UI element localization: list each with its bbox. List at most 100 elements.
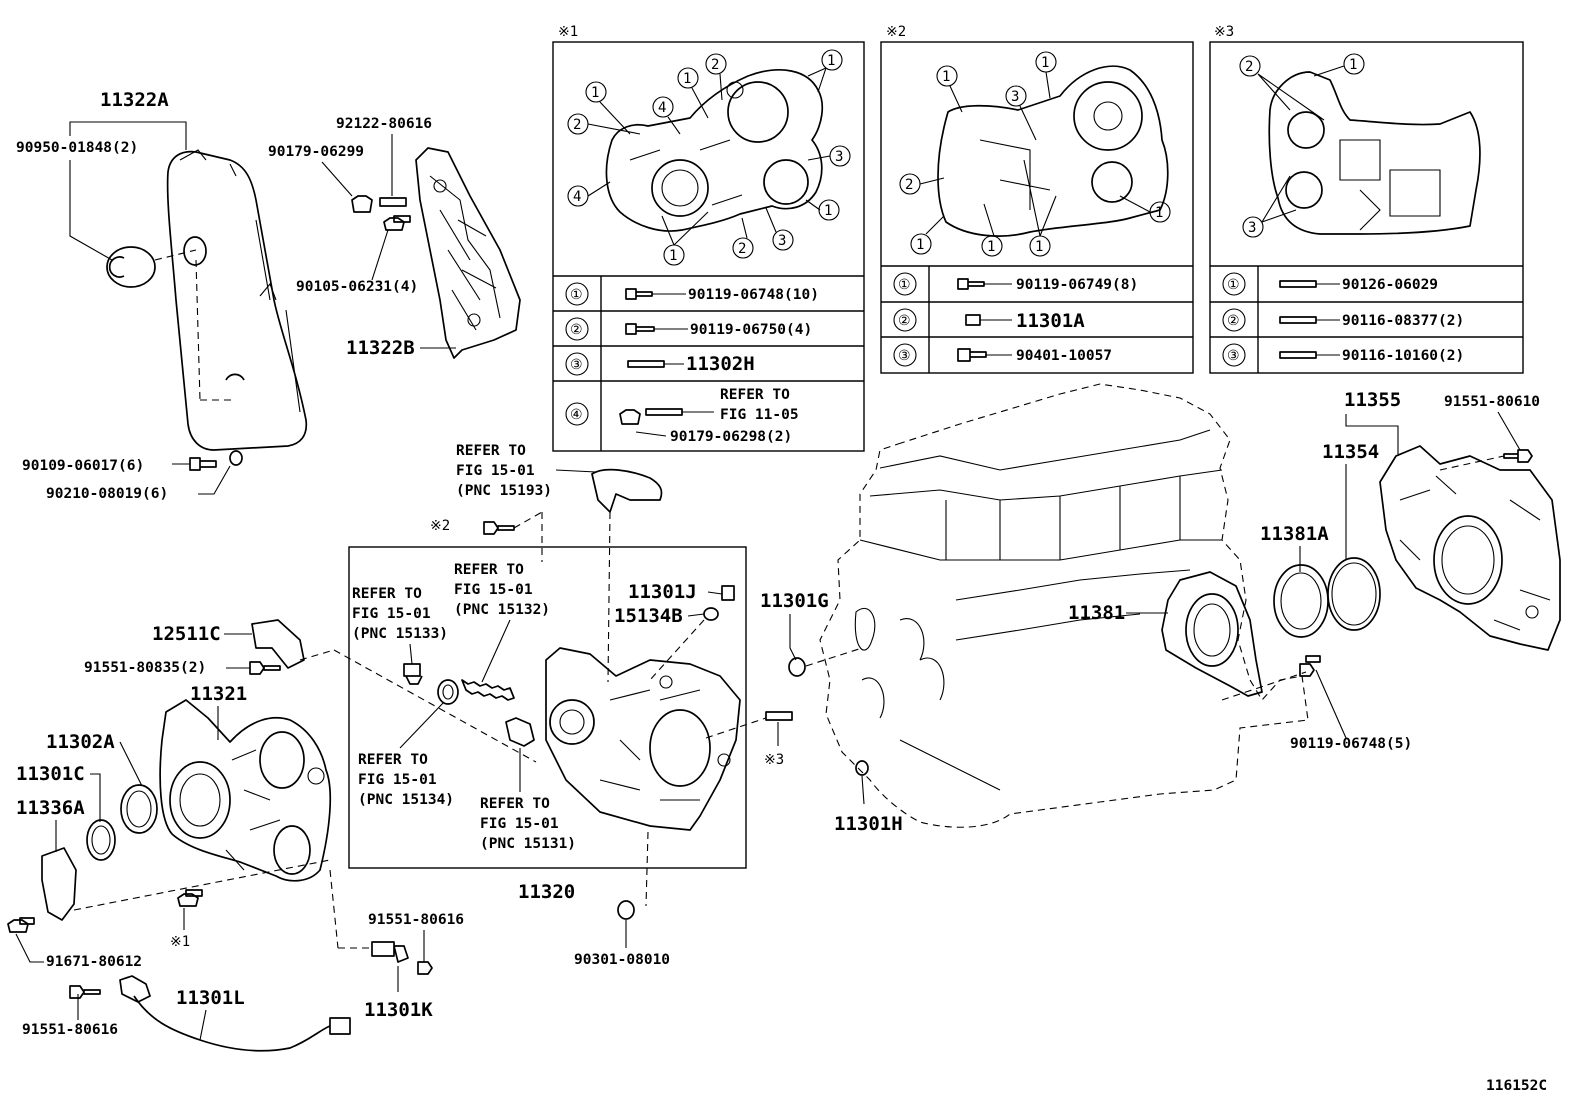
inset-2-case-drawing	[937, 65, 1169, 237]
mark-3: ※3	[764, 752, 784, 768]
ref-15131-line2: FIG 15-01	[480, 816, 559, 832]
oil-pump-group: 11320 ※2 REFER TO FIG 15-01 (PNC 15193) …	[333, 443, 793, 968]
ref-15131-line1: REFER TO	[480, 796, 550, 812]
label-92122: 92122-80616	[336, 116, 432, 132]
svg-text:3: 3	[778, 233, 786, 249]
inset-1-row-4-refer-1: REFER TO	[720, 387, 790, 403]
label-11301L: 11301L	[176, 987, 245, 1009]
inset-1-row-3-part: 11302H	[686, 353, 755, 375]
label-90105: 90105-06231(4)	[296, 279, 418, 295]
inset-3-mark: ※3	[1214, 24, 1234, 40]
label-91551-80610: 91551-80610	[1444, 394, 1540, 410]
svg-text:3: 3	[835, 149, 843, 165]
inset-1: ※1 1 2 4 4 1 2 1 3 1 3 2	[552, 24, 865, 452]
inset-2-mark: ※2	[886, 24, 906, 40]
svg-text:1: 1	[1349, 57, 1357, 73]
ref-15132-line2: FIG 15-01	[454, 582, 533, 598]
svg-text:1: 1	[591, 85, 599, 101]
label-91551-80616-a: 91551-80616	[22, 1022, 118, 1038]
ref-15193-line2: FIG 15-01	[456, 463, 535, 479]
ref-15131-line3: (PNC 15131)	[480, 836, 576, 852]
inset-3-plate-drawing	[1268, 71, 1481, 235]
svg-text:1: 1	[1041, 55, 1049, 71]
label-91671: 91671-80612	[46, 954, 142, 970]
svg-text:2: 2	[711, 57, 719, 73]
ref-15134-line2: FIG 15-01	[358, 772, 437, 788]
svg-text:1: 1	[827, 53, 835, 69]
label-11381A: 11381A	[1260, 523, 1329, 545]
inset-1-row-2-part: 90119-06750(4)	[690, 322, 812, 338]
inset-3-row-2-num: ②	[1227, 313, 1240, 329]
inset-1-timing-case-drawing	[605, 69, 824, 232]
label-90301: 90301-08010	[574, 952, 670, 968]
svg-text:2: 2	[1245, 59, 1253, 75]
block-labels-group: 11301G 11301H 11381 11381A 11355 11354 9…	[760, 389, 1561, 835]
inset-3: ※3 1 2 3 ① 90126-06029 ② 90116-08377(2)	[1209, 24, 1524, 374]
timing-belt-cover-drawing	[166, 149, 308, 451]
mark-2: ※2	[430, 518, 450, 534]
label-91551-80616-b: 91551-80616	[368, 912, 464, 928]
inset-3-row-2-part: 90116-08377(2)	[1342, 313, 1464, 329]
ref-15134-line3: (PNC 15134)	[358, 792, 454, 808]
oil-pump-housing-drawing	[545, 647, 741, 831]
label-11301H: 11301H	[834, 813, 903, 835]
label-90210: 90210-08019(6)	[46, 486, 168, 502]
mark-1: ※1	[170, 934, 190, 950]
inset-3-row-3-part: 90116-10160(2)	[1342, 348, 1464, 364]
sensor-11301L-drawing	[119, 975, 351, 1052]
ref-15132-line3: (PNC 15132)	[454, 602, 550, 618]
ref-15132-line1: REFER TO	[454, 562, 524, 578]
label-11320: 11320	[518, 881, 575, 903]
rear-end-plate-drawing	[1379, 445, 1561, 651]
inset-2-row-1-part: 90119-06749(8)	[1016, 277, 1138, 293]
svg-text:1: 1	[683, 71, 691, 87]
inset-2-row-2-num: ②	[898, 313, 911, 329]
lower-left-group: 12511C 91551-80835(2) 11321 11302A 11301…	[7, 619, 464, 1052]
inset-3-callouts: 1 2 3	[1239, 53, 1365, 238]
svg-text:2: 2	[573, 117, 581, 133]
label-90179-06299: 90179-06299	[268, 144, 364, 160]
svg-text:1: 1	[824, 203, 832, 219]
label-15134B: 15134B	[614, 605, 683, 627]
label-11355: 11355	[1344, 389, 1401, 411]
inset-2-table: ① 90119-06749(8) ② 11301A ③ 90401-10057	[893, 272, 1138, 367]
inset-1-row-2-num: ②	[570, 322, 583, 338]
label-11381: 11381	[1068, 602, 1125, 624]
ref-15133-line2: FIG 15-01	[352, 606, 431, 622]
label-11301J: 11301J	[628, 581, 697, 603]
label-90950: 90950-01848(2)	[16, 140, 138, 156]
oil-seal-retainer-drawing	[1161, 571, 1263, 697]
label-11302A: 11302A	[46, 731, 115, 753]
label-91551-80835: 91551-80835(2)	[84, 660, 206, 676]
svg-text:4: 4	[573, 189, 581, 205]
inset-2-row-1-num: ①	[898, 277, 911, 293]
inset-1-table: ① 90119-06748(10) ② 90119-06750(4) ③ 113…	[565, 282, 819, 445]
svg-text:1: 1	[942, 69, 950, 85]
label-11336A: 11336A	[16, 797, 85, 819]
svg-text:1: 1	[669, 248, 677, 264]
svg-text:1: 1	[1035, 239, 1043, 255]
label-11322B: 11322B	[346, 337, 415, 359]
inset-1-row-3-num: ③	[570, 357, 583, 373]
engine-block-group	[819, 383, 1309, 828]
rear-cover-group: 92122-80616 90179-06299 90105-06231(4) 1…	[268, 116, 521, 359]
ref-15193-line3: (PNC 15193)	[456, 483, 552, 499]
inset-3-row-1-part: 90126-06029	[1342, 277, 1438, 293]
label-11322A: 11322A	[100, 89, 169, 111]
timing-case-drawing	[159, 699, 332, 882]
svg-text:1: 1	[987, 239, 995, 255]
svg-text:2: 2	[738, 241, 746, 257]
rear-cover-plate-drawing	[415, 147, 521, 359]
inset-1-callouts: 1 2 4 4 1 2 1 3 1 3 2 1	[567, 49, 851, 266]
label-11354: 11354	[1322, 441, 1379, 463]
inset-1-row-1-num: ①	[570, 287, 583, 303]
svg-text:3: 3	[1011, 89, 1019, 105]
svg-text:4: 4	[658, 100, 666, 116]
svg-text:2: 2	[905, 177, 913, 193]
ref-15193-line1: REFER TO	[456, 443, 526, 459]
inset-2-row-2-part: 11301A	[1016, 310, 1085, 332]
inset-1-row-4-refer-2: FIG 11-05	[720, 407, 799, 423]
label-11301G: 11301G	[760, 590, 829, 612]
label-90119-06748-5: 90119-06748(5)	[1290, 736, 1412, 752]
